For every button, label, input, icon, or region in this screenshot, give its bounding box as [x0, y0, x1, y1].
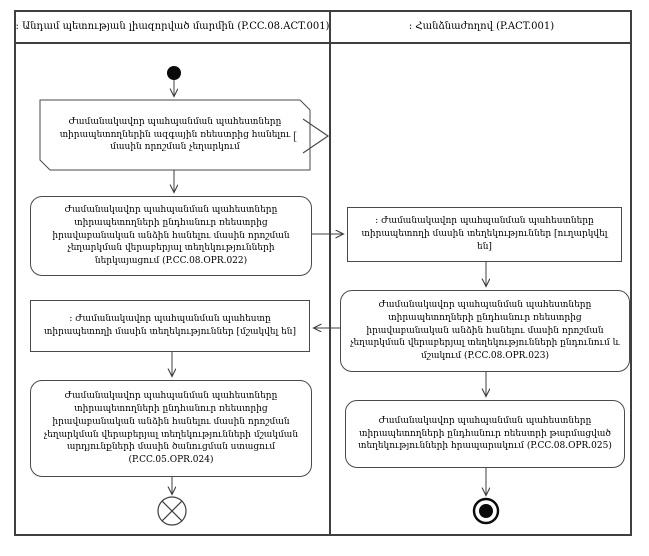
action-receive-process-info-opr023: Ժամանակավոր պահպանման պահեստները տիրապետ… [340, 290, 630, 372]
action-publish-updated-register-opr025: Ժամանակավոր պահպանման պահեստները տիրապետ… [345, 400, 625, 468]
lane-header-authorized-body: : Անդամ պետության լիազորված մարմին (P.CC… [15, 20, 330, 32]
object-node-info-sent: : Ժամանակավոր պահպանման պահեստները տիրապ… [347, 207, 622, 262]
object-node-info-processed: : Ժամանակավոր պահպանման պահեստը տիրապետո… [30, 300, 310, 352]
action-cancel-decision: Ժամանակավոր պահպանման պահեստները տիրապետ… [59, 116, 291, 153]
action-receive-processing-results-opr024: Ժամանակավոր պահպանման պահեստները տիրապետ… [30, 380, 312, 477]
lane-header-commission: : Հանձնաժողով (P.ACT.001) [408, 20, 555, 32]
action-submit-cancellation-info-opr022: Ժամանակավոր պահպանման պահեստները տիրապետ… [30, 196, 312, 276]
header-separator [14, 42, 632, 44]
lane-divider [329, 10, 331, 536]
